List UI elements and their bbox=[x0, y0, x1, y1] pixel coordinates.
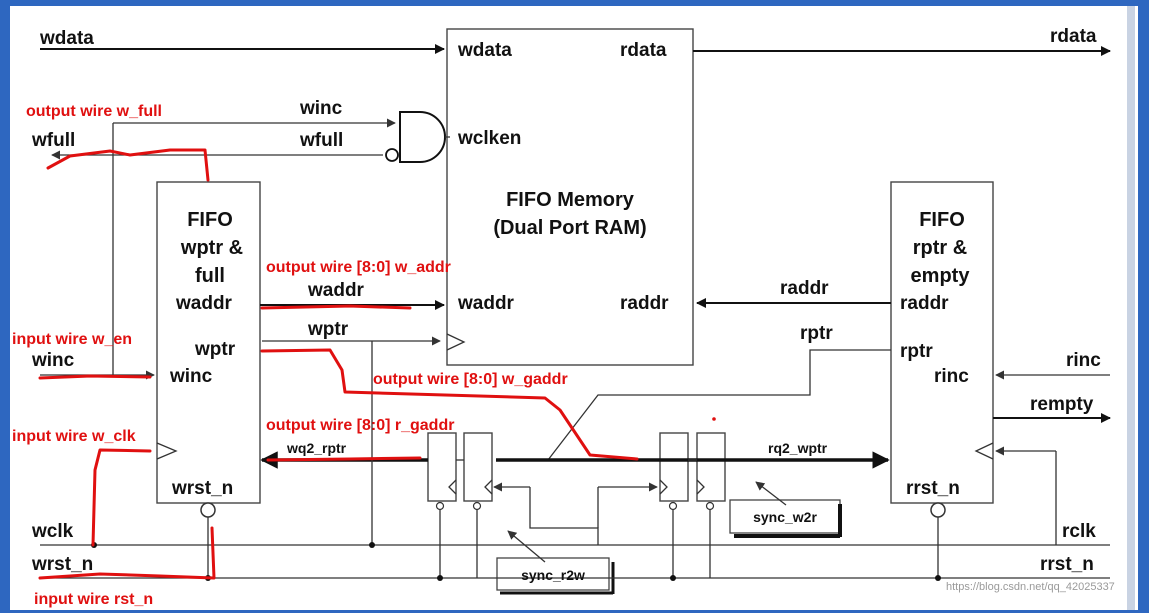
wptr-wire-label: wptr bbox=[307, 319, 349, 340]
memory-port-rdata: rdata bbox=[620, 40, 667, 61]
annotation-wire-w-full bbox=[46, 148, 210, 182]
raddr-wire-label: raddr bbox=[780, 278, 829, 299]
read-block-port-rinc: rinc bbox=[934, 366, 969, 387]
annotation-w-full: output wire w_full bbox=[26, 103, 162, 120]
sync-w2r-flops bbox=[659, 432, 726, 511]
memory-subtitle: (Dual Port RAM) bbox=[493, 217, 646, 239]
read-block-title-2: rptr & bbox=[913, 237, 967, 259]
annotation-rst-n: input wire rst_n bbox=[34, 591, 153, 608]
write-block-clock-marker bbox=[156, 442, 178, 460]
write-block-port-winc: winc bbox=[169, 366, 213, 387]
rq2-wptr-label: rq2_wptr bbox=[768, 440, 828, 456]
watermark: https://blog.csdn.net/qq_42025337 bbox=[946, 581, 1115, 593]
read-block-port-rrst-n: rrst_n bbox=[906, 478, 960, 499]
rinc-input-label: rinc bbox=[1066, 350, 1101, 371]
red-dot-mark bbox=[712, 417, 716, 421]
winc-input-label: winc bbox=[31, 350, 75, 371]
sync-w2r-label: sync_w2r bbox=[753, 509, 817, 525]
rdata-output-label: rdata bbox=[1050, 26, 1097, 47]
write-block-port-wrst-n: wrst_n bbox=[171, 478, 233, 499]
annotation-wire-w-en bbox=[38, 374, 152, 380]
memory-port-raddr: raddr bbox=[620, 293, 669, 314]
read-block-title-3: empty bbox=[911, 265, 971, 287]
write-block-title-2: wptr & bbox=[180, 237, 243, 259]
memory-port-waddr: waddr bbox=[457, 293, 515, 314]
wfull-gate-label: wfull bbox=[299, 130, 343, 151]
write-clock-input-marker bbox=[446, 333, 466, 351]
wfull-output-label: wfull bbox=[31, 130, 75, 151]
write-block-title-3: full bbox=[195, 265, 225, 287]
memory-title: FIFO Memory bbox=[506, 189, 635, 211]
rptr-wire-label: rptr bbox=[800, 323, 833, 344]
annotation-wire-rst-n bbox=[38, 526, 216, 580]
and-gate bbox=[399, 111, 446, 163]
annotation-r-gaddr: output wire [8:0] r_gaddr bbox=[266, 417, 454, 434]
memory-port-wdata: wdata bbox=[457, 40, 512, 61]
sync-r2w-label: sync_r2w bbox=[521, 567, 585, 583]
write-block-port-waddr: waddr bbox=[175, 293, 233, 314]
write-block-port-wptr: wptr bbox=[194, 339, 236, 360]
read-block-title-1: FIFO bbox=[919, 209, 965, 231]
wrst-bubble bbox=[200, 502, 216, 518]
rclk-label: rclk bbox=[1062, 521, 1096, 542]
wq2-rptr-label: wq2_rptr bbox=[286, 440, 347, 456]
annotation-w-gaddr: output wire [8:0] w_gaddr bbox=[373, 371, 568, 388]
waddr-wire-label: waddr bbox=[307, 280, 365, 301]
wclk-label: wclk bbox=[31, 521, 74, 542]
wrst-n-label: wrst_n bbox=[31, 554, 93, 575]
annotation-wire-w-gaddr bbox=[260, 348, 639, 461]
rrst-n-label: rrst_n bbox=[1040, 554, 1094, 575]
inverter-bubble bbox=[385, 148, 399, 162]
winc-gate-label: winc bbox=[299, 98, 343, 119]
annotation-w-en: input wire w_en bbox=[12, 331, 132, 348]
annotation-w-addr: output wire [8:0] w_addr bbox=[266, 259, 451, 276]
read-clock-input-marker bbox=[974, 442, 994, 460]
rempty-output-label: rempty bbox=[1030, 394, 1094, 415]
memory-port-wclken: wclken bbox=[457, 128, 521, 149]
write-block-title-1: FIFO bbox=[187, 209, 233, 231]
read-pointer-empty-block bbox=[890, 181, 994, 504]
sync-r2w-flops bbox=[427, 432, 493, 511]
fifo-memory-block bbox=[446, 28, 694, 366]
annotation-w-clk: input wire w_clk bbox=[12, 428, 136, 445]
read-block-port-rptr: rptr bbox=[900, 341, 933, 362]
annotation-wire-r-gaddr bbox=[266, 456, 422, 462]
rrst-bubble bbox=[930, 502, 946, 518]
sync-r2w-label-box bbox=[496, 557, 610, 591]
wdata-input-label: wdata bbox=[39, 28, 94, 49]
annotation-wire-w-clk bbox=[91, 448, 152, 547]
read-block-port-raddr: raddr bbox=[900, 293, 949, 314]
annotation-wire-w-addr bbox=[260, 304, 412, 310]
